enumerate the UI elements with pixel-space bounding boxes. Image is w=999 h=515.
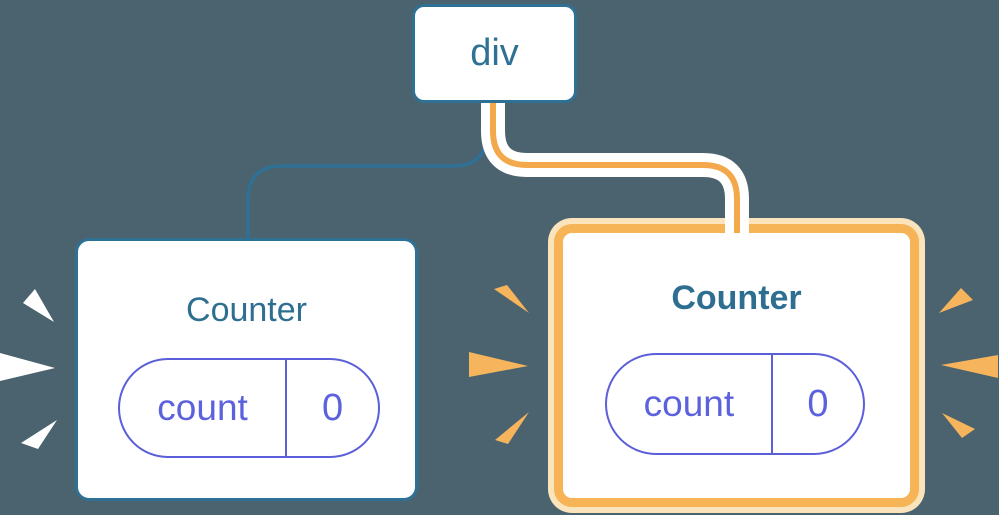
- burst-group-left-card: [0, 289, 57, 449]
- edge-div-to-right-counter-casing: [481, 95, 749, 233]
- state-pill-right: count 0: [605, 353, 865, 455]
- burst-icon: [469, 352, 528, 377]
- burst-icon: [942, 413, 975, 438]
- burst-icon: [23, 289, 54, 322]
- counter-title-left: Counter: [186, 291, 307, 329]
- burst-icon: [495, 412, 529, 444]
- burst-icon: [0, 353, 55, 381]
- state-name-left: count: [120, 360, 288, 456]
- state-pill-left: count 0: [118, 358, 380, 458]
- burst-group-right-card-inner: [469, 285, 529, 444]
- state-name-right: count: [607, 355, 773, 453]
- burst-icon: [939, 288, 973, 313]
- counter-title-right: Counter: [671, 279, 802, 317]
- counter-card-left: Counter count 0: [75, 238, 418, 501]
- burst-icon: [941, 355, 998, 378]
- burst-icon: [494, 285, 529, 313]
- edge-div-to-left-counter: [246, 95, 489, 241]
- state-value-right: 0: [807, 382, 829, 425]
- burst-group-right-card-outer: [939, 288, 998, 438]
- root-node-div: div: [412, 4, 577, 103]
- edge-div-to-right-counter: [490, 95, 740, 233]
- root-node-label: div: [470, 32, 519, 74]
- counter-card-right-highlighted: Counter count 0: [554, 224, 919, 507]
- burst-icon: [21, 420, 57, 449]
- state-value-left: 0: [321, 386, 344, 429]
